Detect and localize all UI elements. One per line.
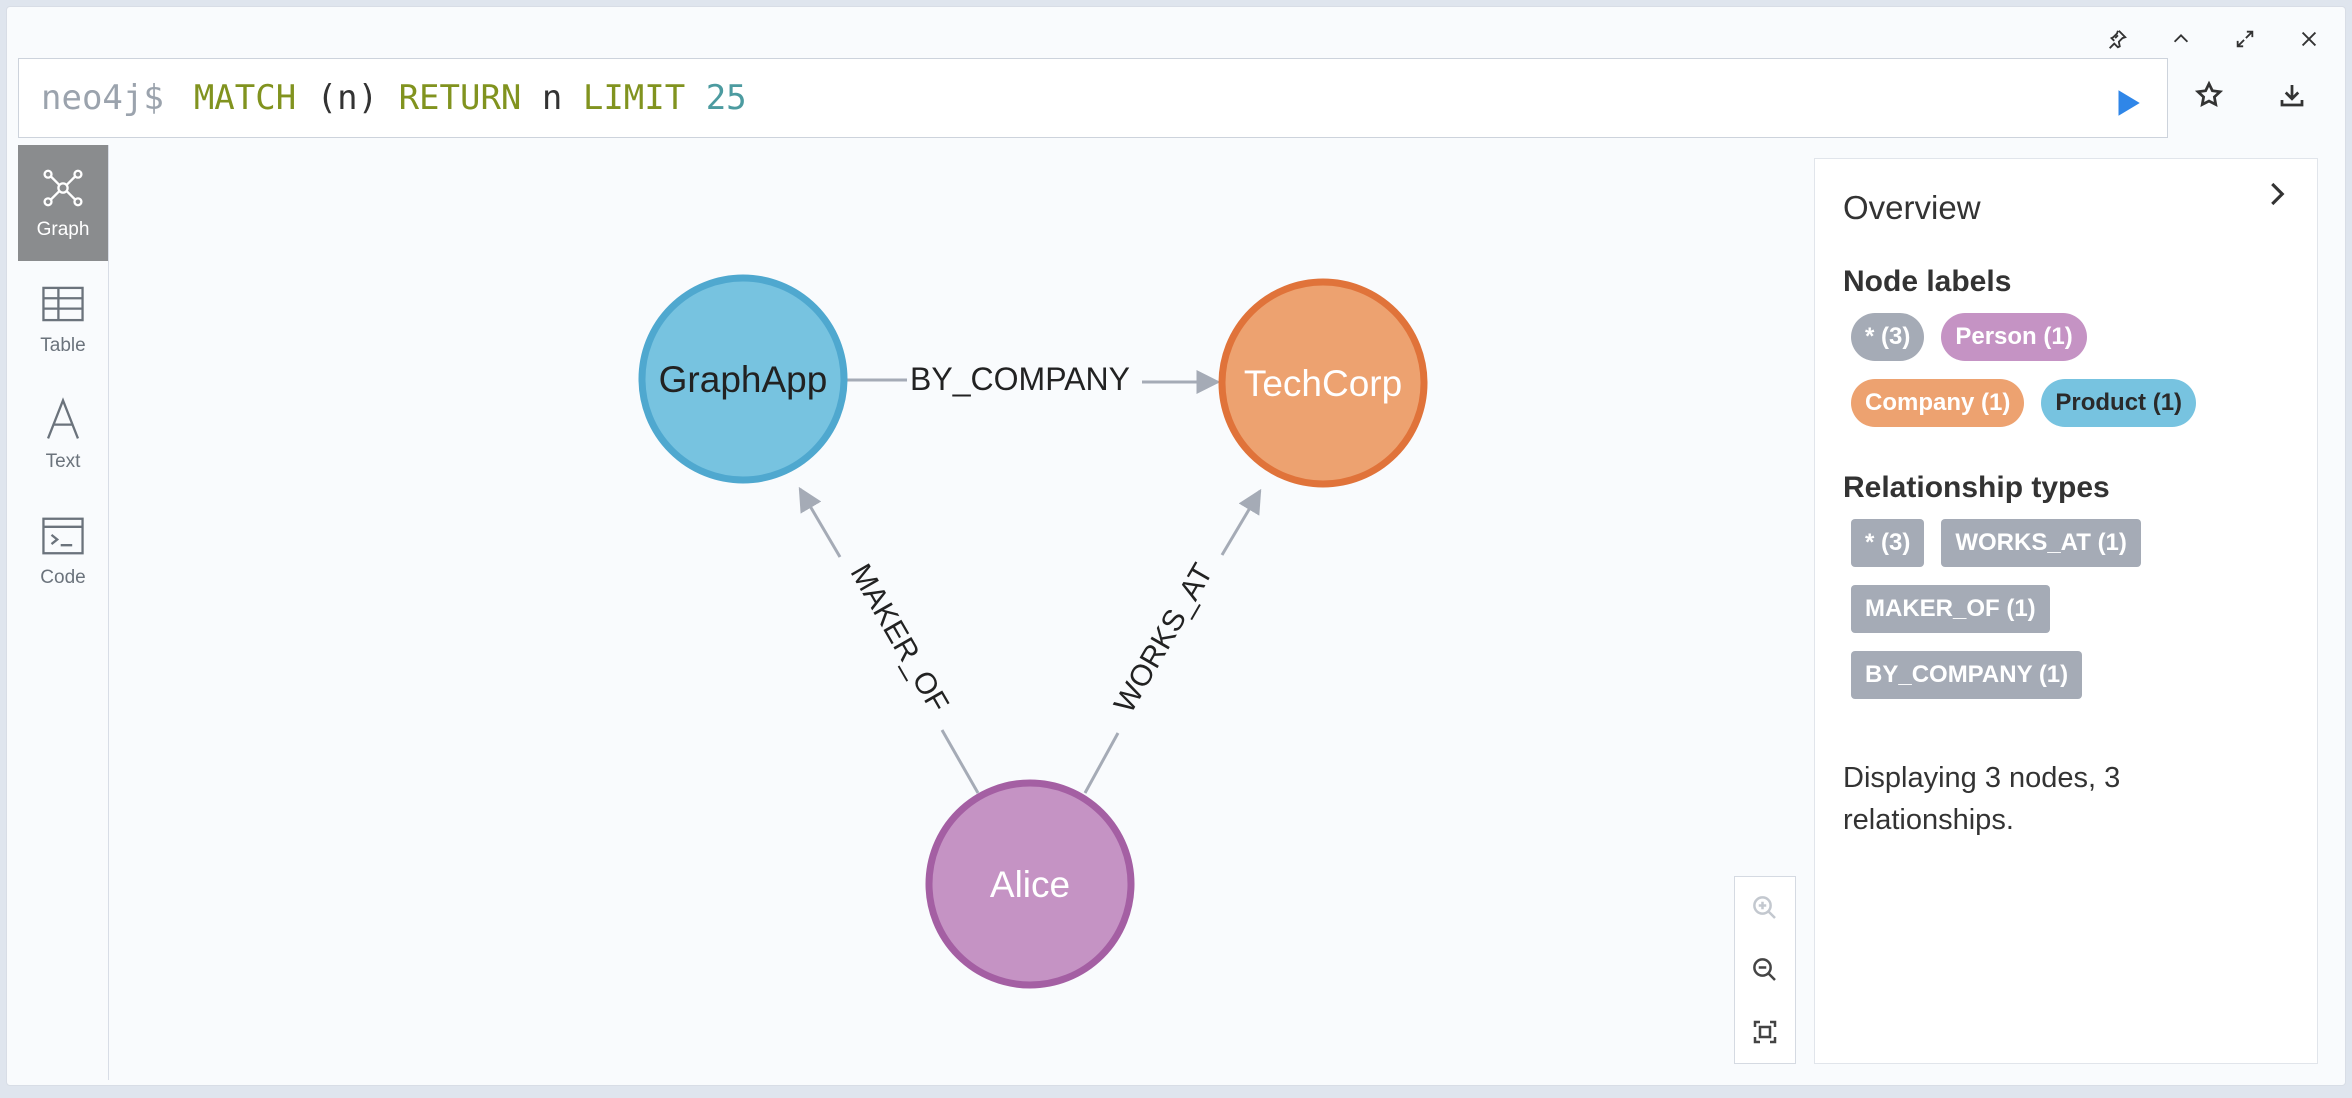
relationship-label: MAKER_OF [844,559,955,718]
sidebar-item-label: Graph [36,219,90,240]
relationship-label: WORKS_AT [1108,558,1220,718]
query-keyword-limit: LIMIT [582,78,686,118]
text-icon [46,397,80,439]
star-icon[interactable] [2194,80,2230,116]
node-labels-list: * (3) Person (1) Company (1) Product (1) [1851,313,2289,445]
query-editor[interactable]: neo4j$ MATCH (n) RETURN n LIMIT 25 [18,58,2168,138]
node-caption: Alice [990,864,1070,905]
graph-icon [43,169,83,207]
relationship-works-at[interactable]: WORKS_AT [1083,488,1262,794]
query-pattern: (n) [316,78,379,118]
node-label-person[interactable]: Person (1) [1941,313,2087,361]
chevron-up-icon[interactable] [2163,21,2199,57]
download-icon[interactable] [2277,80,2313,116]
sidebar-item-code[interactable]: Code [18,493,108,609]
code-icon [42,517,84,555]
table-icon [42,286,84,322]
sidebar-item-graph[interactable]: Graph [18,145,108,261]
zoom-in-icon[interactable] [1735,877,1795,939]
relationship-maker-of[interactable]: MAKER_OF [798,486,980,794]
node-techcorp[interactable]: TechCorp [1218,278,1428,488]
node-graphapp[interactable]: GraphApp [638,274,848,484]
result-view-sidebar: Graph Table Text Code [18,145,109,1080]
node-label-company[interactable]: Company (1) [1851,379,2025,427]
relationship-types-heading: Relationship types [1843,471,2110,504]
relationship-by-company[interactable]: BY_COMPANY [847,361,1221,397]
play-icon[interactable] [2110,86,2144,120]
expand-icon[interactable] [2227,21,2263,57]
relationship-label: BY_COMPANY [910,361,1130,397]
fit-icon[interactable] [1735,1001,1795,1063]
chevron-right-icon[interactable] [2261,179,2297,215]
node-alice[interactable]: Alice [925,779,1135,989]
sidebar-item-label: Code [40,567,86,588]
overview-panel: Overview Node labels * (3) Person (1) Co… [1814,158,2318,1064]
node-caption: GraphApp [659,359,828,400]
query-variable: n [541,78,563,118]
pin-icon[interactable] [2099,21,2135,57]
graph-canvas[interactable]: BY_COMPANY MAKER_OF WORKS_AT GraphApp Te… [110,145,1810,1080]
overview-title: Overview [1843,189,1981,226]
rel-type-maker-of[interactable]: MAKER_OF (1) [1851,585,2050,633]
sidebar-item-label: Table [40,335,86,356]
node-labels-heading: Node labels [1843,265,2012,298]
rel-type-all[interactable]: * (3) [1851,519,1925,567]
zoom-controls [1734,876,1796,1064]
query-keyword-return: RETURN [398,78,522,118]
rel-type-by-company[interactable]: BY_COMPANY (1) [1851,651,2083,699]
query-limit-value: 25 [705,78,747,118]
node-caption: TechCorp [1244,363,1402,404]
overview-summary: Displaying 3 nodes, 3 relationships. [1843,762,2121,836]
editor-prompt: neo4j$ [41,78,164,118]
rel-type-works-at[interactable]: WORKS_AT (1) [1941,519,2141,567]
query-keyword-match: MATCH [193,78,297,118]
node-label-product[interactable]: Product (1) [2041,379,2197,427]
zoom-out-icon[interactable] [1735,939,1795,1001]
frame-controls [2099,21,2327,57]
sidebar-item-label: Text [45,451,81,472]
sidebar-item-table[interactable]: Table [18,261,108,377]
node-label-all[interactable]: * (3) [1851,313,1925,361]
relationship-types-list: * (3) WORKS_AT (1) MAKER_OF (1) BY_COMPA… [1851,519,2289,717]
close-icon[interactable] [2291,21,2327,57]
sidebar-item-text[interactable]: Text [18,377,108,493]
